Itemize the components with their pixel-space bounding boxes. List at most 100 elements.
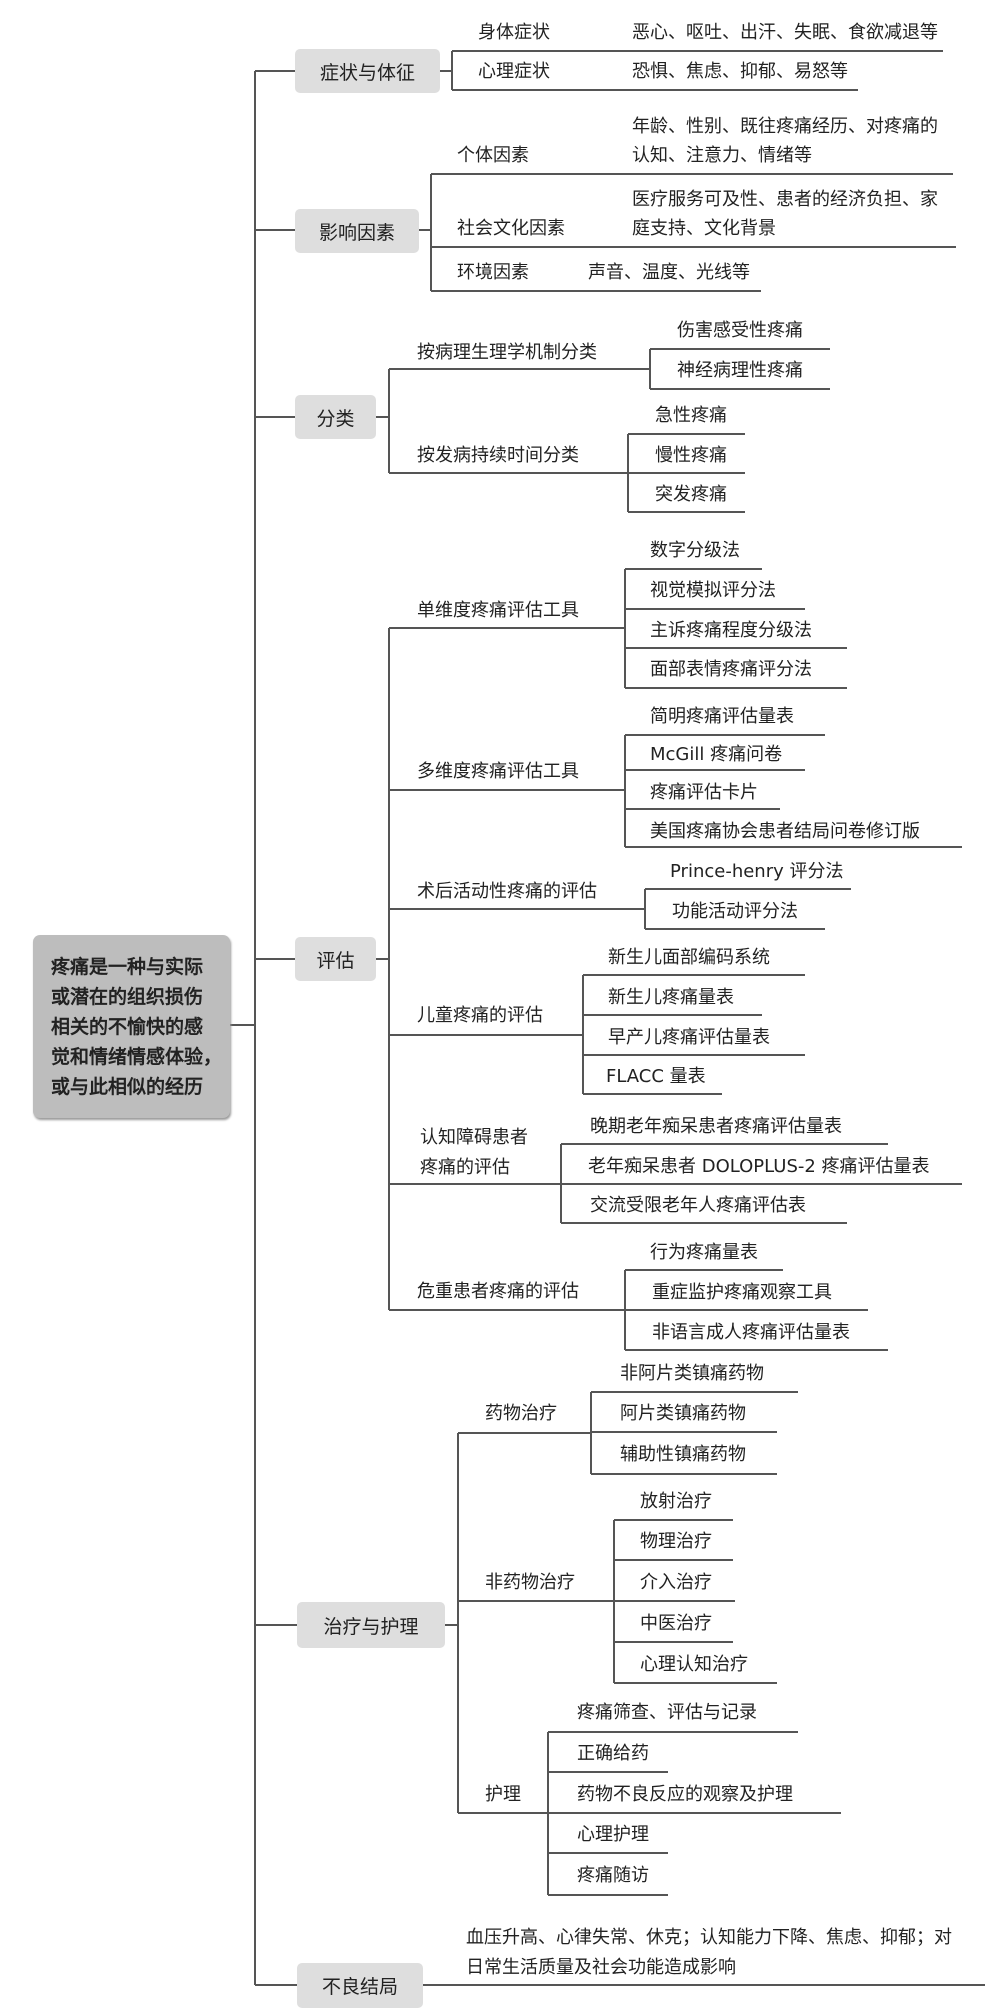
node-cognitive-impairment-assessment[interactable]: 认知障碍患者 xyxy=(420,1127,528,1148)
connector-line xyxy=(590,1392,592,1474)
connector-line xyxy=(389,368,650,370)
node-influencing-factors[interactable]: 影响因素 xyxy=(295,209,419,253)
connector-line xyxy=(376,416,389,418)
node-by-duration[interactable]: 按发病持续时间分类 xyxy=(417,445,579,466)
node-unidimensional-tools[interactable]: 单维度疼痛评估工具 xyxy=(417,600,579,621)
connector-line xyxy=(430,174,432,291)
connector-line xyxy=(591,1431,777,1433)
leaf-item[interactable]: 面部表情疼痛评分法 xyxy=(650,659,812,680)
leaf-item[interactable]: 神经病理性疼痛 xyxy=(677,360,803,381)
leaf-item[interactable]: 老年痴呆患者 DOLOPLUS-2 疼痛评估量表 xyxy=(588,1156,930,1177)
leaf-item[interactable]: FLACC 量表 xyxy=(606,1066,706,1087)
connector-line xyxy=(614,1559,733,1561)
leaf-item[interactable]: Prince-henry 评分法 xyxy=(670,861,844,882)
leaf-item[interactable]: 药物不良反应的观察及护理 xyxy=(577,1784,793,1805)
node-treatment-nursing[interactable]: 治疗与护理 xyxy=(297,1602,445,1648)
leaf-item[interactable]: 物理治疗 xyxy=(640,1531,712,1552)
connector-line xyxy=(582,975,584,1094)
connector-line xyxy=(458,1812,548,1814)
connector-line xyxy=(431,246,956,248)
leaf-item[interactable]: 简明疼痛评估量表 xyxy=(650,706,794,727)
root-text-line: 觉和情绪情感体验， xyxy=(51,1045,223,1068)
connector-line xyxy=(457,1433,459,1813)
leaf-item[interactable]: 中医治疗 xyxy=(640,1613,712,1634)
connector-line xyxy=(614,1519,733,1521)
node-critical-patient-assessment[interactable]: 危重患者疼痛的评估 xyxy=(417,1281,579,1302)
node-adverse-outcomes[interactable]: 不良结局 xyxy=(297,1963,423,2008)
connector-line xyxy=(561,1222,847,1224)
leaf-item[interactable]: 伤害感受性疼痛 xyxy=(677,320,803,341)
leaf-item[interactable]: 美国疼痛协会患者结局问卷修订版 xyxy=(650,821,920,842)
leaf-item[interactable]: 早产儿疼痛评估量表 xyxy=(608,1027,770,1048)
leaf-item[interactable]: 交流受限老年人疼痛评估表 xyxy=(590,1195,806,1216)
leaf-item[interactable]: 慢性疼痛 xyxy=(655,445,727,466)
connector-line xyxy=(624,569,626,688)
node-individual-factors[interactable]: 个体因素 xyxy=(457,145,529,166)
leaf-item[interactable]: 数字分级法 xyxy=(650,540,740,561)
connector-line xyxy=(548,1771,668,1773)
leaf-item[interactable]: 急性疼痛 xyxy=(655,405,727,426)
connector-line xyxy=(452,89,858,91)
node-multidimensional-tools[interactable]: 多维度疼痛评估工具 xyxy=(417,761,579,782)
leaf-item[interactable]: 心理认知治疗 xyxy=(640,1654,748,1675)
connector-line xyxy=(625,1309,868,1311)
leaf-item[interactable]: 重症监护疼痛观察工具 xyxy=(652,1282,832,1303)
connector-line xyxy=(445,1624,458,1626)
leaf-item[interactable]: 主诉疼痛程度分级法 xyxy=(650,620,812,641)
leaf-item[interactable]: 晚期老年痴呆患者疼痛评估量表 xyxy=(590,1116,842,1137)
leaf-item[interactable]: 疼痛随访 xyxy=(577,1865,649,1886)
connector-line xyxy=(388,628,390,1310)
connector-line xyxy=(230,1024,255,1026)
leaf-item[interactable]: 非阿片类镇痛药物 xyxy=(620,1363,764,1384)
connector-line xyxy=(625,808,780,810)
leaf-item[interactable]: 视觉模拟评分法 xyxy=(650,580,776,601)
node-cognitive-impairment-assessment[interactable]: 疼痛的评估 xyxy=(420,1157,510,1178)
node-non-drug-therapy[interactable]: 非药物治疗 xyxy=(485,1572,575,1593)
connector-line xyxy=(625,1349,888,1351)
sociocultural-factors-detail: 庭支持、文化背景 xyxy=(632,218,776,239)
node-symptoms[interactable]: 症状与体征 xyxy=(295,49,440,93)
node-sociocultural-factors[interactable]: 社会文化因素 xyxy=(457,218,565,239)
node-environmental-factors[interactable]: 环境因素 xyxy=(457,262,529,283)
node-pediatric-assessment[interactable]: 儿童疼痛的评估 xyxy=(417,1005,543,1026)
physical-symptoms-detail: 恶心、呕吐、出汗、失眠、食欲减退等 xyxy=(632,22,938,43)
leaf-item[interactable]: 介入治疗 xyxy=(640,1572,712,1593)
root-node[interactable]: 疼痛是一种与实际 或潜在的组织损伤 相关的不愉快的感 觉和情绪情感体验， 或与此… xyxy=(33,935,230,1118)
connector-line xyxy=(583,1014,762,1016)
connector-line xyxy=(561,1143,888,1145)
connector-line xyxy=(255,1624,297,1626)
leaf-item[interactable]: 疼痛评估卡片 xyxy=(650,782,758,803)
connector-line xyxy=(628,511,745,513)
leaf-item[interactable]: 功能活动评分法 xyxy=(672,901,798,922)
connector-line xyxy=(625,687,847,689)
leaf-item[interactable]: 突发疼痛 xyxy=(655,484,727,505)
node-classification[interactable]: 分类 xyxy=(295,395,376,439)
node-physical-symptoms[interactable]: 身体症状 xyxy=(478,22,550,43)
leaf-item[interactable]: 辅助性镇痛药物 xyxy=(620,1444,746,1465)
node-drug-therapy[interactable]: 药物治疗 xyxy=(485,1403,557,1424)
leaf-item[interactable]: 心理护理 xyxy=(577,1824,649,1845)
leaf-item[interactable]: 新生儿面部编码系统 xyxy=(608,947,770,968)
root-text-line: 疼痛是一种与实际 xyxy=(51,955,204,978)
leaf-item[interactable]: 正确给药 xyxy=(577,1743,649,1764)
connector-line xyxy=(255,958,295,960)
leaf-item[interactable]: 行为疼痛量表 xyxy=(650,1242,758,1263)
individual-factors-detail: 年龄、性别、既往疼痛经历、对疼痛的 xyxy=(632,116,938,137)
leaf-item[interactable]: 疼痛筛查、评估与记录 xyxy=(577,1702,757,1723)
adverse-outcomes-detail: 血压升高、心律失常、休克；认知能力下降、焦虑、抑郁；对 xyxy=(466,1927,952,1948)
leaf-item[interactable]: 新生儿疼痛量表 xyxy=(608,987,734,1008)
node-postoperative-assessment[interactable]: 术后活动性疼痛的评估 xyxy=(417,881,597,902)
connector-line xyxy=(650,348,830,350)
leaf-item[interactable]: McGill 疼痛问卷 xyxy=(650,744,783,765)
connector-line xyxy=(255,1984,297,1986)
leaf-item[interactable]: 非语言成人疼痛评估量表 xyxy=(652,1322,850,1343)
node-nursing[interactable]: 护理 xyxy=(485,1784,521,1805)
node-by-mechanism[interactable]: 按病理生理学机制分类 xyxy=(417,342,597,363)
connector-line xyxy=(254,71,256,1985)
node-psychological-symptoms[interactable]: 心理症状 xyxy=(478,61,550,82)
psychological-symptoms-detail: 恐惧、焦虑、抑郁、易怒等 xyxy=(632,61,848,82)
leaf-item[interactable]: 阿片类镇痛药物 xyxy=(620,1403,746,1424)
leaf-item[interactable]: 放射治疗 xyxy=(640,1491,712,1512)
node-assessment[interactable]: 评估 xyxy=(295,937,376,981)
connector-line xyxy=(645,928,825,930)
